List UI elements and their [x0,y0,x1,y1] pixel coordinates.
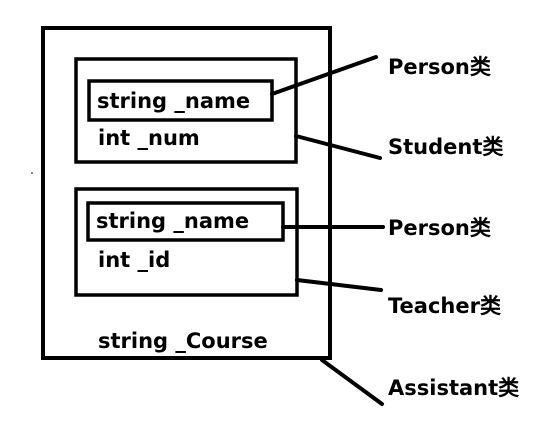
student-person-connector [270,55,378,96]
assistant-course-field: string _Course [98,329,268,353]
teacher-person-name-field: string _name [96,209,249,233]
student-num-field: int _num [98,126,200,150]
teacher-person-box [86,201,285,242]
student-person-name-field: string _name [97,89,250,113]
assistant-connector [320,358,384,406]
student-person-box [87,79,274,122]
student-person-label: Person类 [388,55,492,79]
teacher-connector [295,278,383,292]
assistant-label: Assistant类 [388,376,520,400]
student-class-box [74,57,298,164]
student-connector [294,134,382,160]
teacher-label: Teacher类 [388,294,502,318]
teacher-person-label: Person类 [388,216,492,240]
assistant-class-box [41,26,332,360]
teacher-id-field: int _id [98,248,170,272]
teacher-class-box [74,187,299,297]
stray-dot [31,172,33,174]
student-label: Student类 [388,135,504,159]
